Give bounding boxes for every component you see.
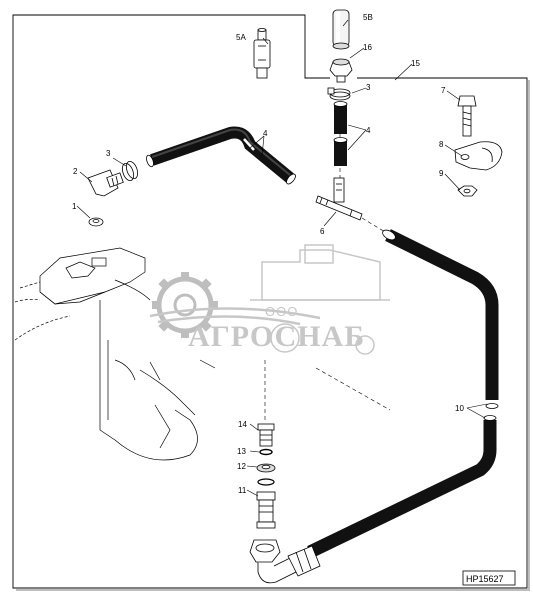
callout-10: 10 xyxy=(455,404,464,413)
backup-ring xyxy=(256,463,276,473)
lower-hose xyxy=(307,229,499,558)
hose-clamp-upper xyxy=(327,87,351,101)
short-hose-segment xyxy=(333,101,348,166)
callout-3-right: 3 xyxy=(366,83,371,92)
callout-12: 12 xyxy=(237,462,246,471)
elbow-fitting xyxy=(87,169,124,197)
swivel-fitting xyxy=(256,491,276,529)
callout-13: 13 xyxy=(237,447,246,456)
callout-14: 14 xyxy=(238,420,247,429)
sealing-washer xyxy=(88,217,104,227)
cable-clamp xyxy=(454,141,503,171)
callout-4-left: 4 xyxy=(263,129,268,138)
hose-clamp-lower xyxy=(121,160,139,182)
cap-screw xyxy=(457,95,477,137)
callout-1: 1 xyxy=(72,202,77,211)
watermark-swoosh xyxy=(149,307,321,326)
callout-2: 2 xyxy=(73,167,78,176)
frame-shadow xyxy=(16,80,530,591)
callout-9: 9 xyxy=(439,169,444,178)
upper-hose xyxy=(146,126,296,185)
watermark-combine-icon xyxy=(250,244,390,355)
adapter-fitting xyxy=(257,423,275,447)
engine-block xyxy=(14,247,216,461)
diagram-frame xyxy=(12,14,528,589)
callout-15: 15 xyxy=(411,59,420,68)
valve-cap xyxy=(332,9,350,50)
callout-leaders xyxy=(76,19,488,497)
callout-6: 6 xyxy=(320,227,325,236)
o-ring-upper xyxy=(259,448,273,456)
figure-id: HP15627 xyxy=(466,574,504,584)
callout-11: 11 xyxy=(238,486,247,495)
callout-labels: 1 2 3 3 4 4 5A 5B 6 7 8 9 10 11 12 13 14… xyxy=(72,13,464,495)
hose-end-elbow xyxy=(249,539,321,584)
tee-fitting xyxy=(315,177,363,221)
hex-nut xyxy=(457,185,478,197)
callout-5a: 5A xyxy=(236,33,246,42)
watermark: ООО АГРОСНАБ xyxy=(149,244,390,355)
check-valve xyxy=(329,58,353,83)
watermark-small-text: ООО xyxy=(265,304,298,319)
callout-7: 7 xyxy=(441,86,446,95)
o-ring-lower xyxy=(257,478,275,486)
callout-3-left: 3 xyxy=(106,149,111,158)
watermark-gear-teeth xyxy=(152,272,218,338)
inline-filter xyxy=(253,28,271,79)
callout-5b: 5B xyxy=(363,13,373,22)
watermark-big-text: АГРОСНАБ xyxy=(188,320,365,353)
callout-16: 16 xyxy=(363,43,372,52)
callout-8: 8 xyxy=(439,140,444,149)
figure-id-box: HP15627 xyxy=(462,570,516,586)
callout-4-right: 4 xyxy=(366,126,371,135)
